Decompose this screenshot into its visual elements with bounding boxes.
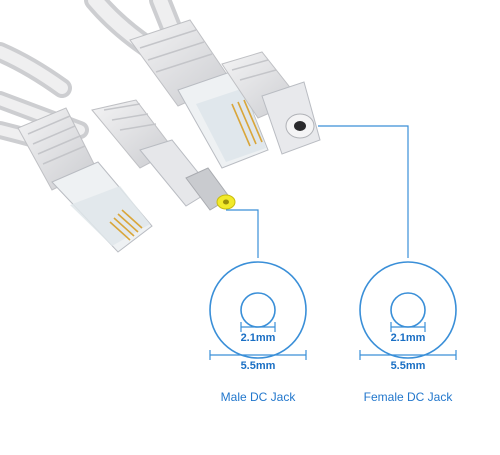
rj45-plug-left bbox=[17, 107, 153, 253]
female-jack-diagram bbox=[359, 261, 457, 360]
female-dc-socket bbox=[221, 51, 321, 155]
female-outer-diameter-label: 5.5mm bbox=[390, 360, 426, 372]
male-outer-diameter-label: 5.5mm bbox=[240, 360, 276, 372]
male-jack-diagram bbox=[209, 261, 307, 360]
male-jack-caption: Male DC Jack bbox=[220, 390, 296, 404]
female-jack-caption: Female DC Jack bbox=[363, 390, 453, 404]
female-inner-diameter-label: 2.1mm bbox=[390, 332, 426, 344]
male-inner-diameter-label: 2.1mm bbox=[240, 332, 276, 344]
male-dc-plug bbox=[91, 99, 236, 211]
callout-lines bbox=[226, 125, 409, 258]
